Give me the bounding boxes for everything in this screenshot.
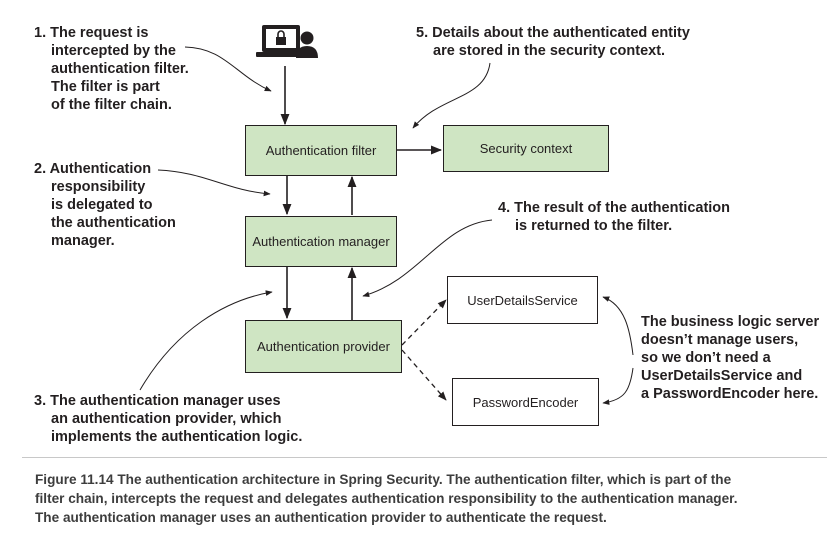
passwordencoder-box: PasswordEncoder xyxy=(452,378,599,426)
leader-business-note xyxy=(602,296,634,356)
leader-step4 xyxy=(362,219,493,297)
authentication-provider-box: Authentication provider xyxy=(245,320,402,373)
annotation-line: an authentication provider, which xyxy=(51,411,282,427)
leader-step5 xyxy=(412,62,491,129)
annotation-line: intercepted by the xyxy=(51,43,176,59)
dashed-arrow-to-passwordencoder xyxy=(401,349,447,401)
leader-step1 xyxy=(184,46,272,92)
annotation-step-2: 2. Authentication responsibility is dele… xyxy=(34,160,176,250)
annotation-step-4: 4. The result of the authentication is r… xyxy=(498,199,730,235)
annotation-line: is delegated to xyxy=(51,197,153,213)
authentication-provider-label: Authentication provider xyxy=(257,339,390,354)
annotation-line: 2. Authentication xyxy=(34,161,152,177)
leader-step3 xyxy=(139,290,273,391)
annotation-line: so we don’t need a xyxy=(641,350,771,366)
annotation-line: 3. The authentication manager uses xyxy=(34,393,281,409)
annotation-line: 5. Details about the authenticated entit… xyxy=(416,25,690,41)
annotation-line: The business logic server xyxy=(641,314,820,330)
annotation-step-1: 1. The request is intercepted by the aut… xyxy=(34,24,189,114)
laptop-user-lock-icon xyxy=(256,25,318,58)
annotation-line: responsibility xyxy=(51,179,146,195)
annotation-line: are stored in the security context. xyxy=(433,43,666,59)
annotation-business-note: The business logic server doesn’t manage… xyxy=(641,313,819,403)
caption-divider xyxy=(22,457,827,458)
annotation-line: UserDetailsService and xyxy=(641,368,803,384)
caption-line: filter chain, intercepts the request and… xyxy=(35,491,738,506)
dashed-arrow-to-userdetailsservice xyxy=(401,299,447,346)
annotation-line: implements the authentication logic. xyxy=(51,429,303,445)
userdetailsservice-label: UserDetailsService xyxy=(467,292,578,308)
annotation-line: doesn’t manage users, xyxy=(641,332,799,348)
leader-business-note-lower xyxy=(602,367,634,405)
caption-line: The authentication manager uses an authe… xyxy=(35,510,607,525)
annotation-line: a PasswordEncoder here. xyxy=(641,386,819,402)
userdetailsservice-box: UserDetailsService xyxy=(447,276,598,324)
annotation-leaders xyxy=(139,46,634,405)
annotation-step-5: 5. Details about the authenticated entit… xyxy=(416,24,690,60)
annotation-line: The filter is part xyxy=(51,79,160,95)
dashed-dependencies xyxy=(401,299,447,401)
leader-step2 xyxy=(157,169,271,197)
authentication-filter-label: Authentication filter xyxy=(265,143,377,158)
authentication-manager-label: Authentication manager xyxy=(252,234,390,249)
annotation-line: of the filter chain. xyxy=(51,97,172,113)
security-context-box: Security context xyxy=(443,125,609,172)
authentication-manager-box: Authentication manager xyxy=(245,216,397,267)
flow-arrows xyxy=(280,66,443,320)
security-context-label: Security context xyxy=(479,141,573,156)
annotation-line: the authentication xyxy=(51,215,176,231)
annotation-step-3: 3. The authentication manager uses an au… xyxy=(34,392,302,446)
annotation-line: 1. The request is xyxy=(34,25,149,41)
annotation-line: is returned to the filter. xyxy=(515,218,673,234)
annotation-line: authentication filter. xyxy=(51,61,189,77)
annotation-line: 4. The result of the authentication xyxy=(498,200,731,216)
caption-line: Figure 11.14 The authentication architec… xyxy=(35,472,732,487)
authentication-filter-box: Authentication filter xyxy=(245,125,397,176)
figure-caption: Figure 11.14 The authentication architec… xyxy=(35,470,825,527)
annotation-line: manager. xyxy=(51,233,115,249)
passwordencoder-label: PasswordEncoder xyxy=(472,394,579,410)
